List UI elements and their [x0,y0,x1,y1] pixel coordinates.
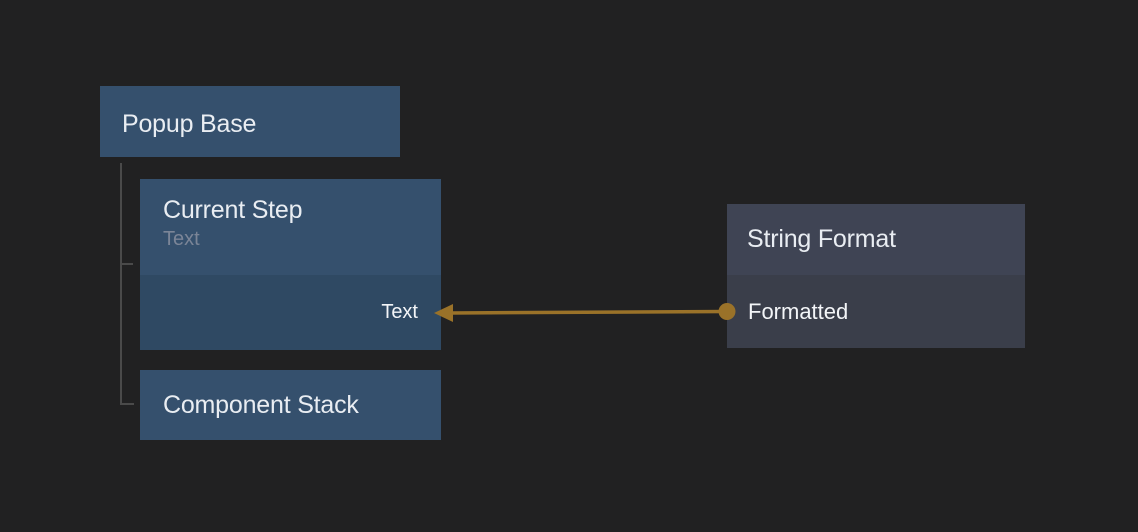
string-format-title: String Format [747,225,896,253]
hierarchy-guide-vertical-line [120,163,122,405]
node-component-stack[interactable]: Component Stack [140,370,441,440]
input-port-text[interactable]: Text [140,275,441,350]
connection-line-formatted-to-text[interactable] [449,309,728,315]
current-step-header: Current Step Text [140,179,441,275]
input-port-text-label: Text [381,301,418,323]
output-pin-dot[interactable] [718,303,736,320]
popup-base-title: Popup Base [122,109,257,138]
string-format-header: String Format [727,204,1025,275]
current-step-title: Current Step [163,196,303,224]
hierarchy-guide-tick-component-stack [120,403,134,405]
output-port-formatted[interactable]: Formatted [727,275,1025,348]
node-current-step[interactable]: Current Step Text Text [140,179,441,350]
node-popup-base[interactable]: Popup Base [100,86,400,157]
component-stack-title: Component Stack [163,390,359,419]
arrowhead-icon [434,304,453,322]
output-port-formatted-label: Formatted [748,298,849,324]
node-string-format[interactable]: String Format Formatted [727,204,1025,348]
hierarchy-guide-tick-current-step [120,263,133,265]
current-step-subtitle: Text [163,228,200,250]
